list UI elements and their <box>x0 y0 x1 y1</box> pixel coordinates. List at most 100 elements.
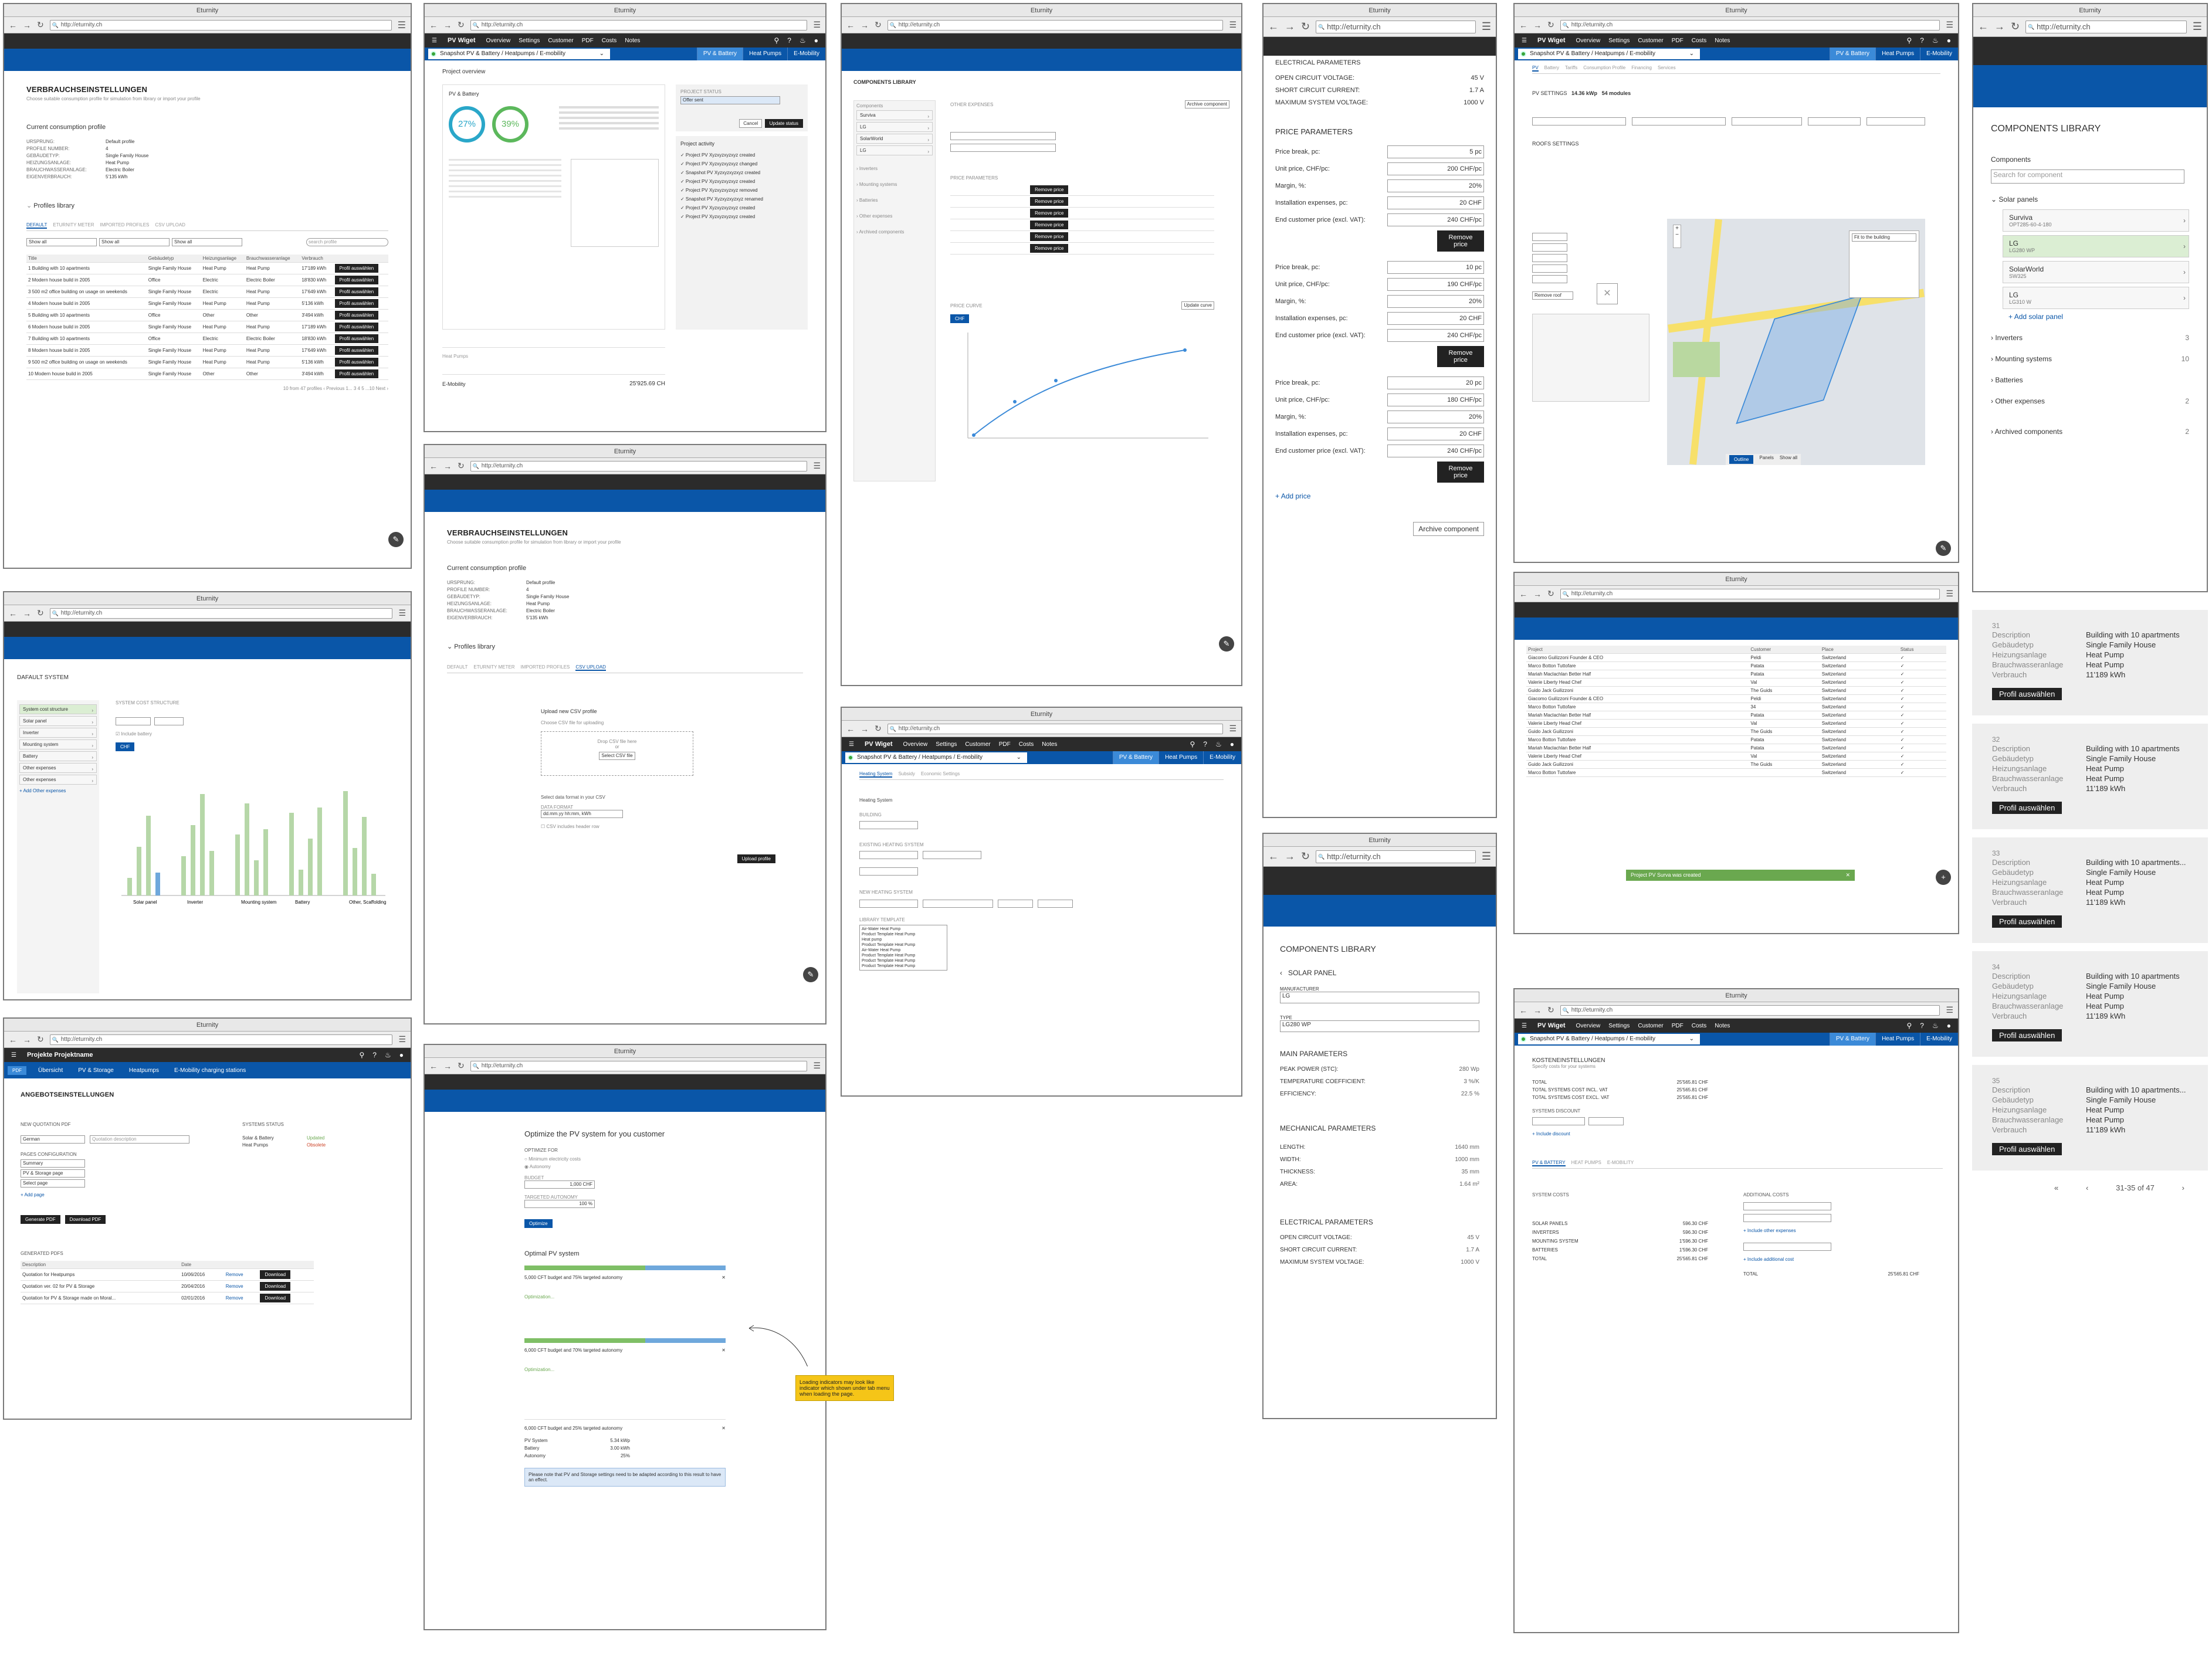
filter-select[interactable]: Show all <box>172 238 242 246</box>
type-select[interactable]: LG280 WP <box>1280 1020 1479 1032</box>
remove-price-button[interactable]: Remove price <box>1437 462 1484 483</box>
template-option[interactable]: Heat pump <box>862 938 882 942</box>
system-tab[interactable]: E-Mobility <box>1203 751 1241 764</box>
cost-item[interactable]: System cost structure <box>19 704 97 714</box>
edit-fab-icon[interactable]: ✎ <box>1219 636 1234 652</box>
filter-select[interactable]: Show all <box>99 238 170 246</box>
price-input[interactable]: 20 CHF <box>1387 196 1484 209</box>
library-tab[interactable]: DEFAULT <box>26 222 48 229</box>
add-page-link[interactable]: + Add page <box>21 1192 45 1197</box>
remove-price-button[interactable]: Remove price <box>1030 244 1069 253</box>
upload-profile-button[interactable]: Upload profile <box>737 854 775 863</box>
system-tab[interactable]: Heat Pumps <box>1875 1033 1920 1046</box>
price-input[interactable]: 20% <box>1387 410 1484 423</box>
outline-tab[interactable]: Outline <box>1729 455 1754 464</box>
system-tab[interactable]: PV & Battery <box>1829 48 1876 60</box>
search-icon[interactable]: ⚲ <box>774 36 780 45</box>
price-input[interactable]: 20% <box>1387 295 1484 308</box>
app-menu-item[interactable]: Notes <box>1715 37 1730 44</box>
price-input[interactable]: 180 CHF/pc <box>1387 393 1484 406</box>
remove-price-button[interactable]: Remove price <box>1437 346 1484 367</box>
select-profile-button[interactable]: Profil auswählen <box>334 358 379 367</box>
app-menu-item[interactable]: Notes <box>1715 1022 1730 1029</box>
app-menu-item[interactable]: PDF <box>1671 37 1683 44</box>
library-tab[interactable]: CSV UPLOAD <box>155 222 185 228</box>
app-menu-item[interactable]: Settings <box>1608 37 1630 44</box>
select-profile-button[interactable]: Profil auswählen <box>1992 1143 2062 1155</box>
remove-price-button[interactable]: Remove price <box>1437 230 1484 252</box>
library-tab[interactable]: ETURNITY METER <box>53 222 94 228</box>
cost-item[interactable]: Mounting system <box>19 739 97 749</box>
select-profile-button[interactable]: Profil auswählen <box>334 369 379 378</box>
component-item[interactable]: LG <box>856 122 933 132</box>
language-select[interactable]: German <box>21 1135 85 1144</box>
optimize-button[interactable]: Optimize <box>524 1219 553 1228</box>
forward-icon[interactable]: → <box>443 20 452 30</box>
price-input[interactable]: 20 CHF <box>1387 312 1484 325</box>
select-profile-button[interactable]: Profil auswählen <box>1992 688 2062 700</box>
reload-icon[interactable]: ↻ <box>458 20 465 29</box>
filter-select[interactable]: Show all <box>26 238 97 246</box>
edit-fab-icon[interactable]: ✎ <box>388 532 404 547</box>
app-menu-item[interactable]: Overview <box>1576 37 1601 44</box>
download-pdf-button[interactable]: Download PDF <box>65 1215 106 1224</box>
reload-icon[interactable]: ↻ <box>37 20 44 29</box>
remove-link[interactable]: Remove <box>223 1292 259 1304</box>
category-item[interactable]: › Batteries <box>1991 376 2023 384</box>
select-profile-button[interactable]: Profil auswählen <box>334 323 379 331</box>
app-menu-item[interactable]: PDF <box>998 741 1011 748</box>
category-item[interactable]: › Mounting systems <box>856 182 897 187</box>
select-profile-button[interactable]: Profil auswählen <box>334 334 379 343</box>
pv-tab[interactable]: Financing <box>1631 65 1652 70</box>
remove-price-button[interactable]: Remove price <box>1030 185 1069 194</box>
format-select[interactable]: dd.mm.yy hh:mm, kWh <box>541 810 623 818</box>
system-tab[interactable]: E-Mobility <box>787 48 825 60</box>
fit-building-button[interactable]: Fit to the building <box>1852 233 1916 242</box>
app-menu-item[interactable]: Settings <box>1608 1022 1630 1029</box>
cost-item[interactable]: Inverter <box>19 728 97 738</box>
url-field[interactable]: http://eturnity.ch <box>1560 19 1940 30</box>
menu-icon[interactable]: ☰ <box>813 20 821 29</box>
system-tab[interactable]: PV & Battery <box>1829 1033 1876 1046</box>
back-icon[interactable]: ← <box>9 20 17 30</box>
menu-icon[interactable]: ☰ <box>432 37 437 44</box>
help-icon[interactable]: ? <box>787 36 791 45</box>
user-icon[interactable]: ● <box>814 36 818 45</box>
pv-tab[interactable]: Consumption Profile <box>1583 65 1626 70</box>
category-item[interactable]: › Archived components <box>856 229 905 235</box>
include-other-link[interactable]: + Include other expenses <box>1743 1228 1796 1233</box>
app-menu-item[interactable]: Settings <box>519 37 540 44</box>
currency-toggle[interactable]: CHF <box>116 742 135 751</box>
system-tab[interactable]: PV & Battery <box>696 48 743 60</box>
remove-link[interactable]: Remove <box>223 1268 259 1281</box>
price-input[interactable]: 190 CHF/pc <box>1387 278 1484 291</box>
price-input[interactable]: 20% <box>1387 179 1484 192</box>
url-field[interactable]: http://eturnity.ch <box>1316 20 1476 33</box>
select-profile-button[interactable]: Profil auswählen <box>334 311 379 320</box>
price-input[interactable]: 5 pc <box>1387 145 1484 158</box>
add-fab-icon[interactable]: + <box>1936 870 1951 885</box>
system-tab[interactable]: E-Mobility <box>1920 1033 1958 1046</box>
system-tab[interactable]: Heat Pumps <box>743 48 787 60</box>
select-profile-button[interactable]: Profil auswählen <box>334 264 379 273</box>
url-field[interactable]: http://eturnity.ch <box>1560 588 1940 599</box>
app-menu-item[interactable]: Costs <box>1691 37 1707 44</box>
cost-item[interactable]: Battery <box>19 751 97 761</box>
category-item[interactable]: › Batteries <box>856 198 878 203</box>
app-menu-item[interactable]: Customer <box>965 741 991 748</box>
library-tab[interactable]: IMPORTED PROFILES <box>100 222 150 228</box>
url-field[interactable]: http://eturnity.ch <box>49 1034 393 1045</box>
app-menu-item[interactable]: Notes <box>625 37 641 44</box>
